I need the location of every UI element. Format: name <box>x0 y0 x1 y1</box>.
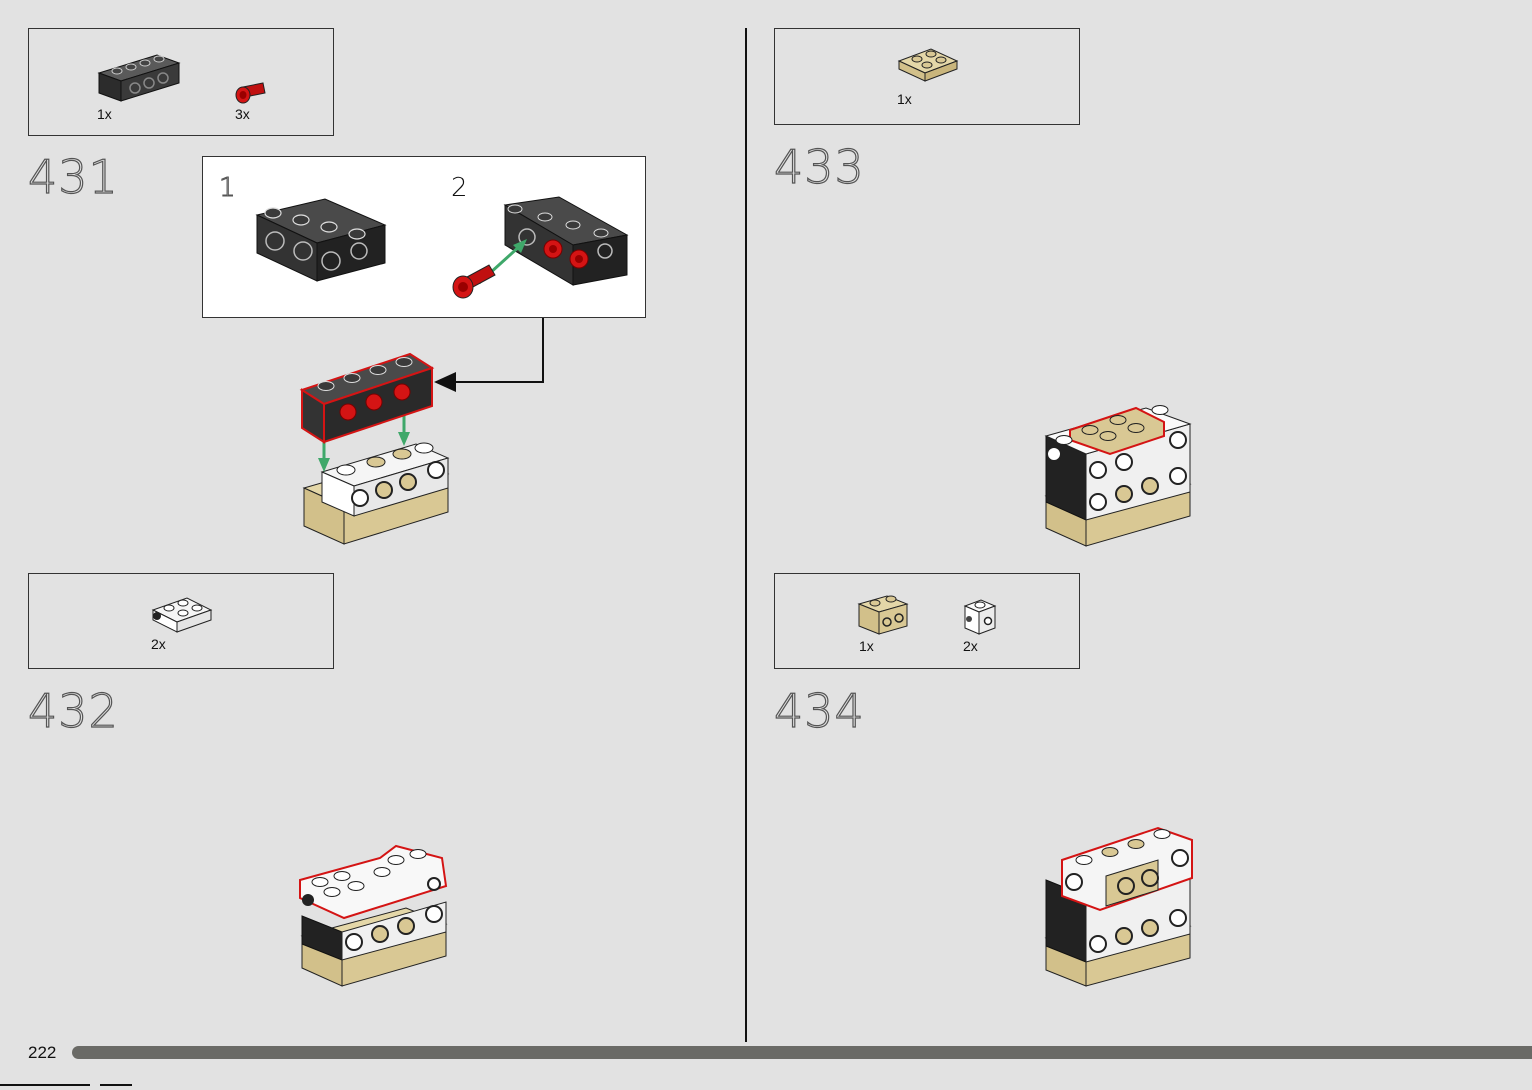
part-qty-433-1: 1x <box>897 91 912 107</box>
footer-mark-left <box>0 1084 90 1086</box>
progress-bar <box>72 1046 1532 1059</box>
substep-2-pin-insert-illustration <box>449 195 629 305</box>
red-technic-pin-icon <box>233 81 267 107</box>
step-number-431: 431 <box>28 150 119 204</box>
parts-callout-433: 1x <box>774 28 1080 125</box>
substep-1-brick-illustration <box>255 195 389 285</box>
step-432-assembly-illustration <box>296 836 452 988</box>
white-plate-2x2-with-studs-icon <box>149 594 213 636</box>
step-433-assembly-illustration <box>1040 396 1196 548</box>
step-434-assembly-illustration <box>1040 820 1196 990</box>
substep-number-1: 1 <box>219 173 236 203</box>
white-brick-1x1-with-stud-icon <box>963 596 997 636</box>
part-qty-434-1: 1x <box>859 638 874 654</box>
dark-grey-technic-brick-1x4-icon <box>97 43 181 103</box>
step-431-assembly-illustration <box>298 348 454 548</box>
step-number-434: 434 <box>774 684 865 738</box>
parts-callout-434: 1x 2x <box>774 573 1080 669</box>
tan-brick-1x2-with-studs-icon <box>857 592 909 636</box>
part-qty-432-1: 2x <box>151 636 166 652</box>
step-number-432: 432 <box>28 684 119 738</box>
part-qty-431-2: 3x <box>235 106 250 122</box>
parts-callout-431: 1x 3x <box>28 28 334 136</box>
parts-callout-432: 2x <box>28 573 334 669</box>
part-qty-431-1: 1x <box>97 106 112 122</box>
step-number-433: 433 <box>774 140 865 194</box>
substep-callout-431: 1 2 <box>202 156 646 318</box>
page-number: 222 <box>28 1043 56 1063</box>
footer-mark-right <box>100 1084 132 1086</box>
part-qty-434-2: 2x <box>963 638 978 654</box>
tan-plate-2x2-icon <box>895 45 959 85</box>
page-divider <box>745 28 747 1042</box>
